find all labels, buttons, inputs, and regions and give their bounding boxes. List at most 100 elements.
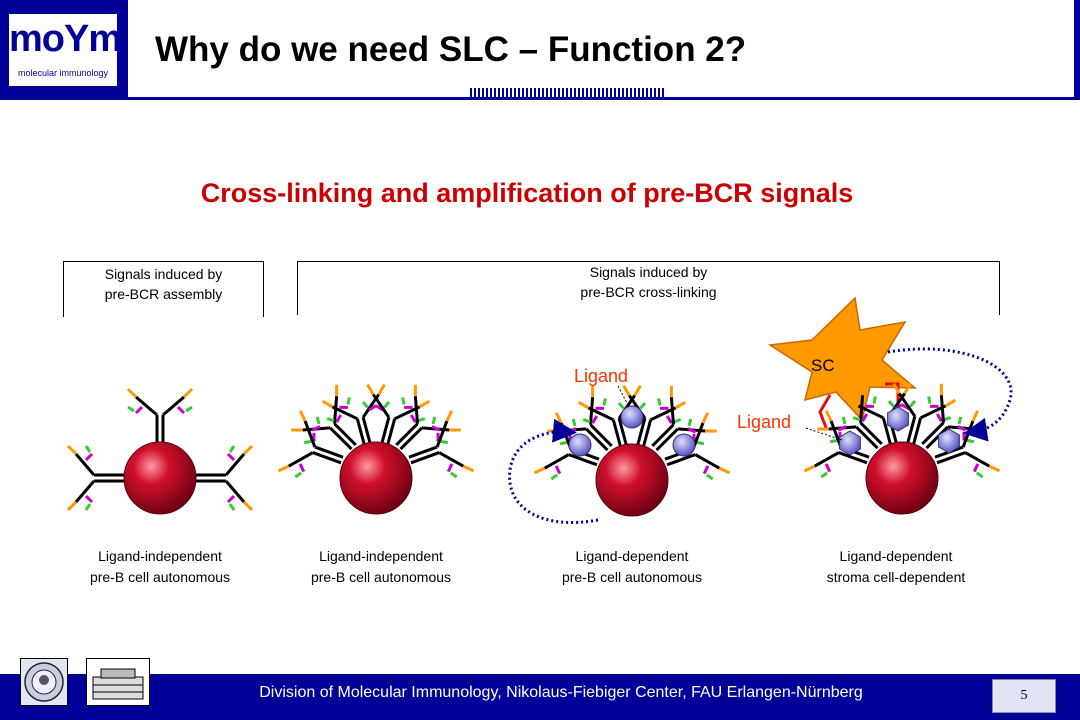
antibody-light-chain <box>226 452 236 462</box>
group-crosslinking-line2: pre-BCR cross-linking <box>580 284 717 300</box>
antibody-tip <box>242 444 254 456</box>
circular-arrow-cell4 <box>887 347 1013 442</box>
ligand-hexagon <box>839 430 861 456</box>
antibody-stem <box>925 425 949 450</box>
antibody-stem <box>936 451 966 465</box>
antibody-light-chain <box>865 404 874 408</box>
antibody-tip-green <box>957 416 963 425</box>
antibody-arm <box>898 392 917 418</box>
antibody-light-chain <box>335 414 343 424</box>
antibody-stem <box>395 422 419 446</box>
antibody-tip-green <box>673 418 682 424</box>
university-seal-icon <box>20 658 68 706</box>
antibody-tip-green <box>440 439 449 445</box>
ligand-label-cell3: Ligand <box>574 366 628 386</box>
cell-caption-2-line1: Ligand-independent <box>319 548 443 564</box>
antibody-tip-green <box>431 416 437 425</box>
header-logo: moYm molecular immunology <box>0 0 128 100</box>
antibody-arm <box>162 395 185 417</box>
antibody-light-chain <box>824 463 832 473</box>
antibody-receptor <box>395 384 461 451</box>
stroma-cell <box>767 296 918 422</box>
antibody-light-chain <box>930 404 939 408</box>
cell-caption-4-line1: Ligand-dependent <box>839 548 953 564</box>
logo-subtext: molecular immunology <box>17 68 109 78</box>
header-rule <box>128 97 1080 100</box>
antibody-light-chain <box>134 405 144 415</box>
antibody-stem <box>314 445 344 459</box>
antibody-tip <box>418 399 431 409</box>
antibody-light-chain <box>298 463 306 473</box>
antibody-receptor <box>408 410 475 479</box>
antibody-light-chain <box>935 413 943 423</box>
antibody-tip <box>669 385 673 398</box>
ligand-sphere <box>568 433 592 457</box>
antibody-arm <box>331 405 358 421</box>
antibody-tip <box>462 464 475 473</box>
antibody-tip <box>861 383 865 396</box>
antibody-tip <box>633 384 642 397</box>
antibody-tip-green <box>820 471 829 479</box>
antibody-tip <box>445 410 454 422</box>
antibody-tip <box>817 427 829 431</box>
antibody-tip-green <box>303 439 312 445</box>
stroma-cell-label: SC <box>811 356 835 375</box>
logo-badge: moYm molecular immunology <box>9 14 122 86</box>
antibody-stem <box>905 415 917 446</box>
ligand-pointer-cell3 <box>617 385 629 406</box>
antibody-tip <box>674 400 687 410</box>
antibody-light-chain <box>368 404 378 412</box>
antibody-tip <box>533 466 546 475</box>
antibody-tip-green <box>550 473 559 481</box>
antibody-tip <box>366 383 375 396</box>
antibody-stem <box>655 427 679 452</box>
pre-b-cell <box>339 441 413 515</box>
antibody-receptor <box>196 444 254 512</box>
antibody-tip-green <box>696 440 705 446</box>
antibody-light-chain <box>665 415 673 425</box>
antibody-arm <box>372 393 391 419</box>
ligand-hexagon <box>887 406 909 432</box>
antibody-tip-green <box>927 396 932 404</box>
logo-wordmark: moYm <box>9 18 122 60</box>
antibody-tip-green <box>872 396 877 404</box>
antibody-tip <box>291 428 303 432</box>
antibody-stem <box>911 417 923 448</box>
antibody-stem <box>379 416 391 447</box>
antibody-tip <box>944 398 957 408</box>
antibody-receptor <box>887 382 957 448</box>
antibody-tip-green <box>841 416 847 425</box>
header-hatch-decoration <box>470 88 665 97</box>
antibody-tip <box>298 410 307 422</box>
antibody-arm <box>435 420 449 448</box>
antibody-receptor <box>291 384 357 451</box>
antibody-tip <box>413 384 417 397</box>
antibody-tip <box>988 464 1001 473</box>
cell-caption-3-line2: pre-B cell autonomous <box>561 569 703 585</box>
antibody-tip-green <box>228 445 236 453</box>
cell-caption-1: Ligand-independent pre-B cell autonomous <box>40 546 280 588</box>
antibody-arm <box>413 395 419 424</box>
cell-caption-3: Ligand-dependent pre-B cell autonomous <box>512 546 752 588</box>
antibody-tip <box>591 385 595 398</box>
antibody-tip-green <box>829 438 838 444</box>
antibody-light-chain <box>226 494 236 504</box>
antibody-stem <box>329 426 353 451</box>
antibody-tip <box>66 500 78 512</box>
antibody-stem <box>641 419 653 450</box>
antibody-light-chain <box>311 425 321 432</box>
antibody-light-chain <box>554 465 562 475</box>
antibody-tip-green <box>705 473 714 481</box>
antibody-light-chain <box>861 413 869 423</box>
antibody-stem <box>635 417 647 448</box>
antibody-receptor <box>361 383 431 449</box>
antibody-stem <box>568 453 598 467</box>
antibody-tip-green <box>449 471 458 479</box>
cell-caption-2-line2: pre-B cell autonomous <box>310 569 452 585</box>
antibody-stem <box>859 421 883 445</box>
building-icon <box>86 658 150 706</box>
antibody-light-chain <box>176 405 186 415</box>
antibody-tip-green <box>383 401 391 409</box>
antibody-stem <box>881 417 893 448</box>
